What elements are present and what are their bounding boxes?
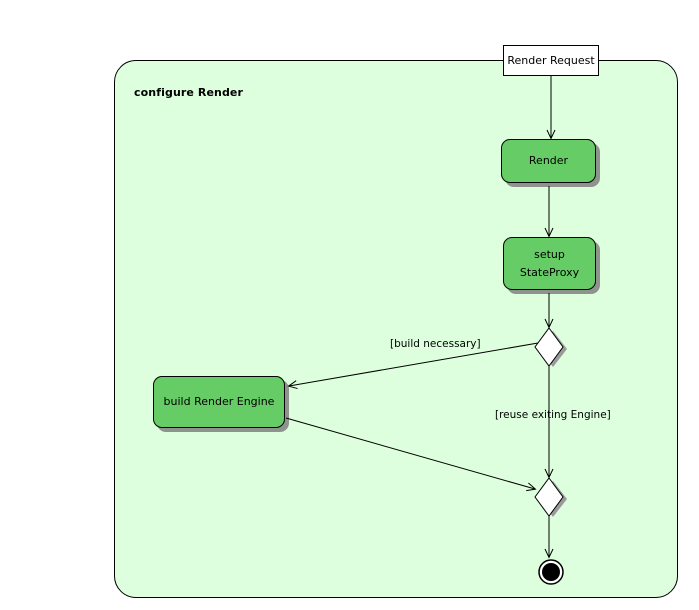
edge-label-build-necessary: [build necessary] (390, 338, 481, 350)
edge-label-reuse-exiting-engine: [reuse exiting Engine] (495, 409, 611, 421)
frame-title: configure Render (134, 86, 244, 99)
action-node-setup-label-line2: StateProxy (519, 265, 580, 279)
action-node-build-render-engine[interactable]: build Render Engine (153, 376, 285, 428)
action-node-build-label: build Render Engine (163, 395, 275, 409)
entry-label-render-request: Render Request (503, 45, 599, 76)
action-node-render-label: Render (528, 154, 569, 168)
action-node-setup-stateproxy[interactable]: setup StateProxy (503, 237, 596, 290)
action-node-render[interactable]: Render (501, 139, 596, 183)
action-node-setup-label-line1: setup (534, 248, 565, 262)
